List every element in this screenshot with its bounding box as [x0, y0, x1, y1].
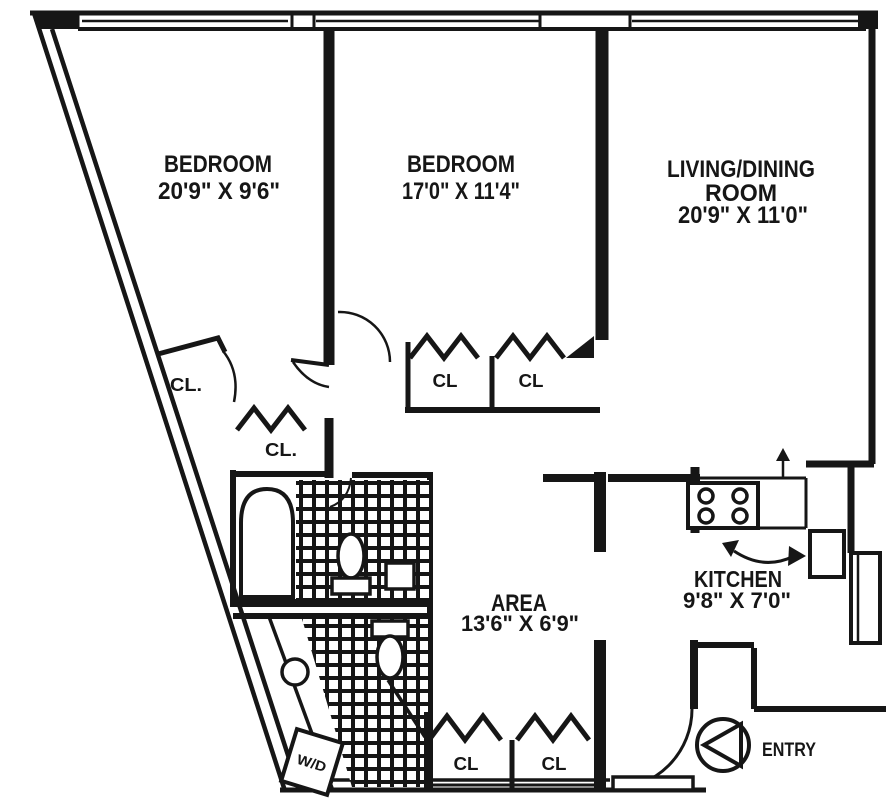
bedroom1-door-arc — [291, 361, 330, 389]
kitchen-swing-arrow-icon — [722, 540, 806, 566]
washer-dryer-box — [278, 726, 346, 798]
living-dining-name-line2: ROOM — [705, 180, 777, 207]
entry-door-leaf — [611, 775, 695, 792]
bedroom-middle-dims: 17'0" X 11'4" — [402, 178, 520, 205]
diagonal-wall-outer — [31, 12, 288, 792]
diagonal-wall-inner — [49, 28, 301, 787]
bath2-door-leaf — [386, 679, 427, 738]
burner-icon — [731, 487, 749, 505]
toilet1-tank-icon — [330, 576, 372, 596]
toilet1-bowl-icon — [336, 532, 366, 580]
bathroom-upper — [239, 477, 430, 601]
burner-icon — [697, 507, 715, 525]
burner-icon — [731, 507, 749, 525]
burner-icon — [697, 487, 715, 505]
bifold-door-icon — [494, 331, 566, 363]
bedroom1-door-leaf — [290, 358, 330, 367]
corner-block-left — [33, 11, 77, 29]
entry-symbol-icon — [695, 717, 751, 773]
stove-icon — [686, 481, 760, 530]
labels: BEDROOM 20'9" X 9'6" BEDROOM 17'0" X 11'… — [158, 151, 816, 774]
hall-closet-door-leaf — [157, 335, 228, 357]
bedroom-left-dims: 20'9" X 9'6" — [158, 178, 280, 205]
closet-label-area-left: CL — [454, 754, 479, 774]
bifold-door-icon — [515, 711, 591, 745]
refrigerator-icon — [808, 529, 846, 579]
closet-label-hall-lower: CL. — [265, 440, 297, 460]
closet-label-bed2-right: CL — [519, 371, 544, 391]
closet-label-area-right: CL — [542, 754, 567, 774]
washer-dryer: W/D — [278, 726, 346, 798]
entry-label: ENTRY — [762, 740, 816, 761]
area-name: AREA — [491, 590, 547, 617]
closet-wall-wedge — [566, 336, 594, 358]
area-dims: 13'6" X 6'9" — [461, 611, 579, 636]
bifold-door-icon — [408, 331, 480, 363]
sink2-icon — [280, 657, 310, 687]
bedroom-middle-name: BEDROOM — [407, 151, 515, 178]
bedroom-left-name: BEDROOM — [164, 151, 272, 178]
bathroom-lower: W/D — [266, 613, 428, 798]
bifold-door-icon — [427, 711, 503, 745]
service-shaft — [849, 551, 882, 645]
bath1-door-arc — [329, 477, 352, 508]
doors-and-symbols — [290, 310, 806, 792]
kitchen-name: KITCHEN — [694, 566, 782, 592]
outer-walls — [30, 10, 878, 793]
window-jambs — [76, 13, 862, 29]
closet-label-bed2-left: CL — [433, 371, 458, 391]
arrow-up-icon — [776, 448, 790, 477]
closets — [157, 331, 600, 788]
toilet2-bowl-icon — [375, 634, 405, 680]
kitchen-dims: 9'8" X 7'0" — [683, 588, 791, 613]
living-dining-dims: 20'9" X 11'0" — [678, 202, 808, 229]
living-dining-name-line1: LIVING/DINING — [667, 156, 815, 183]
hall-closet-door-arc — [222, 350, 237, 403]
kitchen-fixtures — [686, 476, 846, 579]
bathtub-icon — [239, 486, 295, 599]
bedroom2-door-arc — [337, 310, 392, 363]
closet-label-hall-upper: CL. — [170, 375, 202, 395]
bifold-door-icon — [235, 403, 307, 435]
sink1-icon — [384, 561, 416, 591]
